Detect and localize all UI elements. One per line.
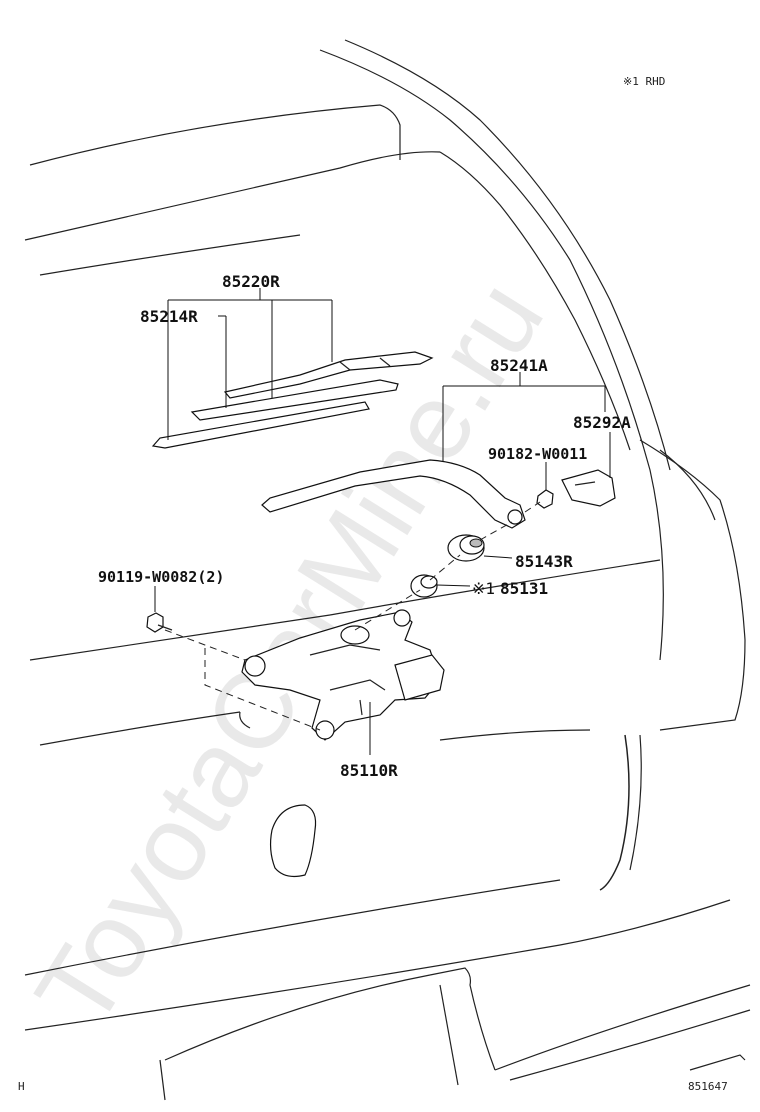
bolt <box>146 612 173 633</box>
label-90182-W0011: 90182-W0011 <box>488 445 587 463</box>
grommet <box>410 574 438 598</box>
assembly-lines <box>164 501 541 731</box>
part-labels: ※1 RHD 85220R 85214R 85241A 85292A 90182… <box>18 75 728 1093</box>
label-85241A: 85241A <box>490 356 548 375</box>
label-85220R: 85220R <box>222 272 280 291</box>
label-85214R: 85214R <box>140 307 198 326</box>
label-85292A: 85292A <box>573 413 631 432</box>
label-85131: 85131 <box>500 579 548 598</box>
vehicle-body-outline <box>24 39 751 1101</box>
corner-mark: H <box>18 1080 25 1093</box>
wiper-motor <box>241 609 445 741</box>
rhd-note: ※1 RHD <box>623 75 665 88</box>
diagram-code: 851647 <box>688 1080 728 1093</box>
pivot-cap <box>447 534 485 562</box>
wiper-arm <box>261 459 526 529</box>
nut <box>536 489 554 509</box>
wiper-blade-assembly <box>151 351 434 449</box>
label-90119-W0082: 90119-W0082(2) <box>98 568 224 586</box>
pivot-cover <box>561 469 616 507</box>
label-85143R: 85143R <box>515 552 573 571</box>
label-rhd-mark: ※1 <box>472 579 495 598</box>
leader-lines <box>154 288 611 755</box>
label-85110R: 85110R <box>340 761 398 780</box>
